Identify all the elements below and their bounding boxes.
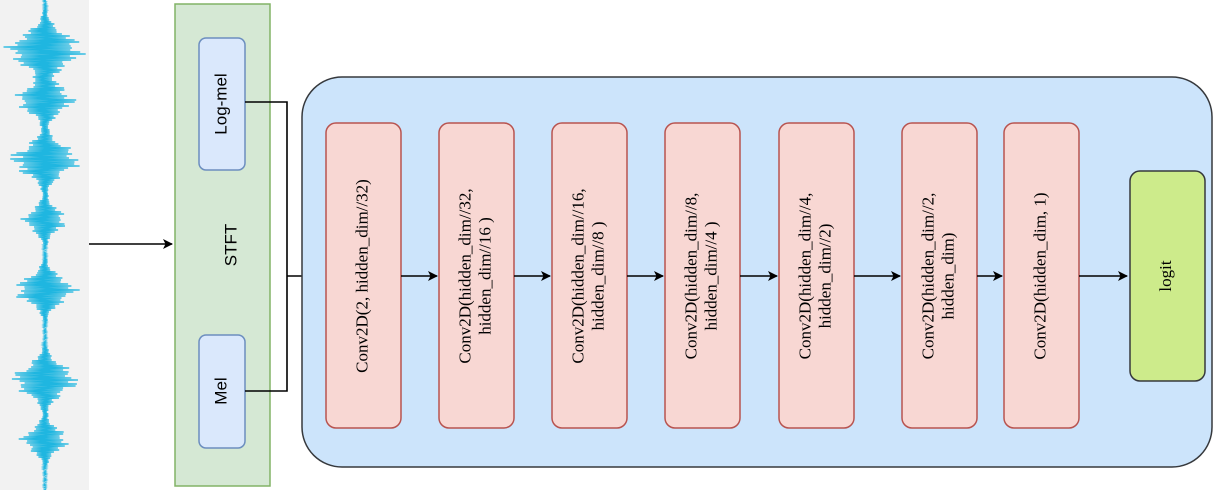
input-waveform — [0, 0, 89, 490]
conv-label-line-1: Conv2D(hidden_dim, 1) — [1030, 192, 1049, 359]
conv-layer-2: Conv2D(hidden_dim//32,hidden_dim//16 ) — [438, 122, 515, 429]
stft-label: STFT — [221, 224, 240, 267]
connector-log-mel — [245, 101, 288, 276]
conv-label-line-1: Conv2D(hidden_dim//2, — [918, 193, 937, 360]
conv-label-line-1: Conv2D(hidden_dim//8, — [681, 193, 700, 360]
conv-label-line-2: hidden_dim//8 ) — [588, 221, 607, 330]
conv-label-line-1: Conv2D(2, hidden_dim//32) — [352, 179, 371, 373]
conv-layer-7: Conv2D(hidden_dim, 1) — [1003, 122, 1080, 429]
conv-layers: Conv2D(2, hidden_dim//32) Conv2D(hidden_d… — [325, 122, 1080, 429]
conv-label-line-2: hidden_dim//2) — [815, 224, 834, 329]
logit-box — [1129, 170, 1206, 382]
conv-layer-5: Conv2D(hidden_dim//4,hidden_dim//2) — [778, 122, 855, 429]
waveform-signal — [3, 0, 86, 490]
conv-label-line-1: Conv2D(hidden_dim//4, — [795, 193, 814, 360]
conv-label-line-2: hidden_dim//4 ) — [701, 221, 720, 330]
conv-layer-3: Conv2D(hidden_dim//16,hidden_dim//8 ) — [551, 122, 628, 429]
conv-label-line-2: hidden_dim) — [938, 233, 957, 320]
mel-label: Mel — [211, 377, 230, 404]
logit-label: logit — [1156, 260, 1175, 291]
conv-label-line-2: hidden_dim//16 ) — [475, 217, 494, 335]
connector-mel — [245, 276, 288, 392]
conv-label-line-1: Conv2D(hidden_dim//32, — [455, 188, 474, 363]
conv-layer-4: Conv2D(hidden_dim//8,hidden_dim//4 ) — [664, 122, 741, 429]
log-mel-label: Log-mel — [211, 73, 230, 134]
conv-layer-6: Conv2D(hidden_dim//2,hidden_dim) — [901, 122, 978, 429]
logit-block: logit — [1129, 170, 1206, 382]
log-mel-box — [198, 37, 246, 171]
network-container — [301, 76, 1213, 468]
conv-layer-1: Conv2D(2, hidden_dim//32) — [325, 122, 402, 429]
stft-block: STFT Log-mel Mel — [174, 3, 271, 487]
conv-label-line-1: Conv2D(hidden_dim//16, — [568, 188, 587, 363]
